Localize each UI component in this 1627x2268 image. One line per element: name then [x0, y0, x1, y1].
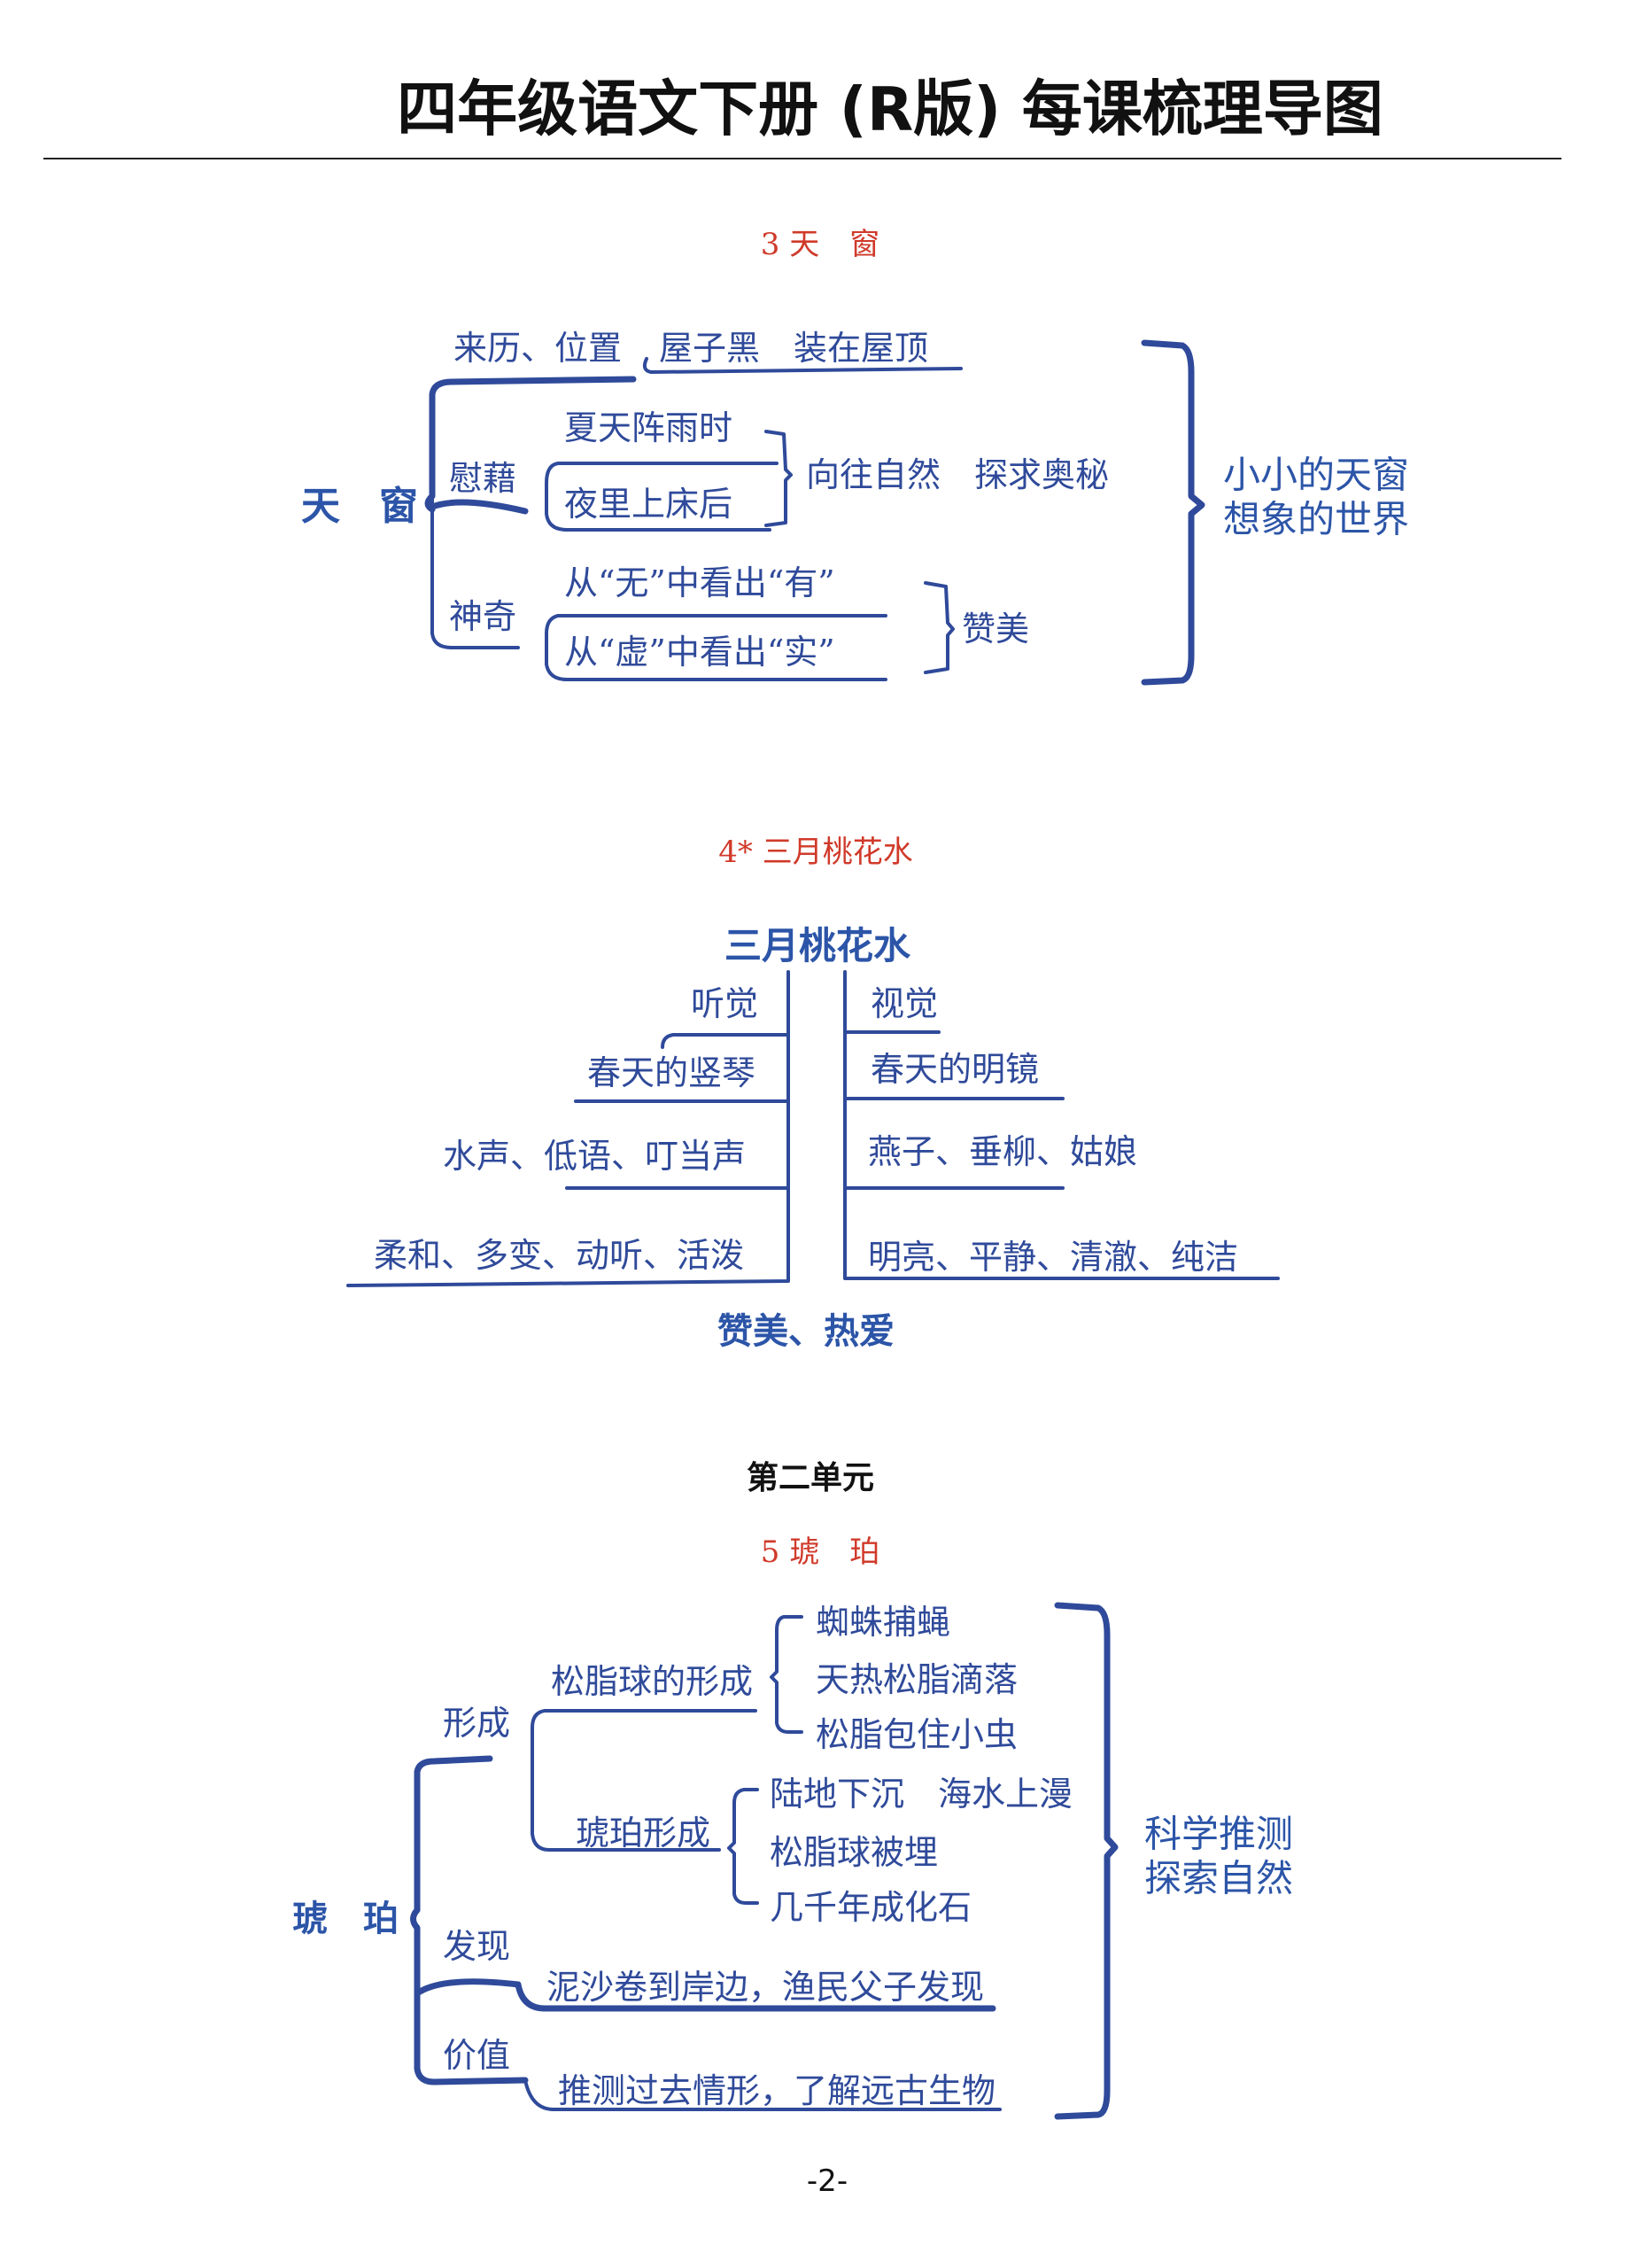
l5-summary: 科学推测 探索自然	[1144, 1813, 1293, 1902]
l5-root-trunk	[410, 1755, 529, 2085]
l5-amber-brace	[727, 1788, 759, 1905]
l5-amber-item: 陆地下沉 海水上漫	[770, 1775, 1073, 1814]
l3-origin-branch	[424, 376, 637, 513]
l4-right-trunk	[843, 970, 1280, 1280]
l4-right-traits: 明亮、平静、清澈、纯洁	[868, 1238, 1239, 1277]
l4-left-trunk	[346, 970, 790, 1287]
unit-title: 第二单元	[746, 1460, 875, 1496]
lesson4-root: 三月桃花水	[724, 924, 911, 967]
l3-summary-line: 小小的天窗	[1223, 453, 1410, 497]
l3-comfort-brace	[764, 430, 793, 527]
l4-left-sense: 听觉	[691, 984, 759, 1023]
title-divider	[43, 158, 1561, 159]
l3-magic-brace	[924, 581, 955, 674]
l5-resin-ball: 松脂球的形成	[551, 1662, 754, 1701]
l5-value-underline	[523, 2078, 1002, 2111]
l3-comfort-item: 夏天阵雨时	[564, 408, 733, 447]
l3-origin-detail: 屋子黑 装在屋顶	[659, 329, 929, 368]
lesson3-heading: 3 天 窗	[760, 227, 880, 262]
l5-discovery-underline	[414, 1978, 996, 2012]
l5-value-detail: 推测过去情形，了解远古生物	[558, 2071, 996, 2110]
l5-summary-brace	[1054, 1602, 1119, 2120]
l4-summary: 赞美、热爱	[717, 1311, 895, 1352]
l5-resin-item: 天热松脂滴落	[816, 1660, 1019, 1699]
lesson5-heading: 5 琥 珀	[760, 1534, 880, 1570]
l3-comfort-result: 向往自然 探求奥秘	[806, 455, 1110, 494]
l5-summary-line: 探索自然	[1144, 1857, 1294, 1900]
l5-amber-item: 松脂球被埋	[770, 1833, 939, 1872]
l5-resin-item: 松脂包住小虫	[816, 1715, 1019, 1754]
l5-discovery-detail: 泥沙卷到岸边，渔民父子发现	[546, 1968, 985, 2007]
lesson4-heading: 4* 三月桃花水	[718, 835, 913, 870]
l5-resin-item: 蜘蛛捕蝇	[816, 1603, 951, 1642]
l3-magic-bracket	[545, 614, 887, 681]
l3-magic-underline	[430, 494, 520, 649]
l4-left-traits: 柔和、多变、动听、活泼	[374, 1236, 745, 1275]
page-number: -2-	[806, 2163, 848, 2199]
l5-formation-subtrunk	[531, 1709, 757, 1852]
l4-left-metaphor: 春天的竖琴	[587, 1053, 756, 1092]
l4-hearing-underline	[661, 1033, 790, 1049]
l3-magic-item: 从“虚”中看出“实”	[564, 633, 835, 672]
l3-branch-magic: 神奇	[449, 597, 517, 636]
l5-branch-formation: 形成	[443, 1704, 511, 1743]
l3-branch-comfort: 慰藉	[449, 459, 517, 498]
l3-comfort-bracket	[545, 462, 779, 532]
l3-comfort-item: 夜里上床后	[564, 485, 733, 524]
l5-amber-formation: 琥珀形成	[576, 1814, 711, 1852]
l3-origin-detail-underline	[642, 357, 963, 374]
l3-magic-result: 赞美	[962, 610, 1030, 649]
l5-branch-value: 价值	[443, 2036, 511, 2075]
l5-resin-brace	[770, 1615, 803, 1734]
l3-summary: 小小的天窗 想象的世界	[1223, 454, 1409, 543]
l3-comfort-underline	[429, 499, 529, 515]
page-title: 四年级语文下册 (R版) 每课梳理导图	[397, 74, 1383, 145]
l4-right-sense: 视觉	[871, 984, 939, 1023]
l5-branch-discovery: 发现	[443, 1927, 511, 1966]
l3-magic-item: 从“无”中看出“有”	[564, 563, 835, 602]
l3-branch-origin: 来历、位置	[453, 329, 623, 368]
l4-right-metaphor: 春天的明镜	[871, 1050, 1040, 1089]
lesson5-root: 琥 珀	[292, 1899, 399, 1939]
l5-amber-item: 几千年成化石	[770, 1888, 972, 1927]
l5-summary-line: 科学推测	[1144, 1812, 1294, 1856]
l3-summary-line: 想象的世界	[1223, 498, 1410, 541]
lesson3-root: 天 窗	[301, 484, 418, 529]
l4-left-content: 水声、低语、叮当声	[443, 1137, 747, 1176]
l3-summary-brace	[1141, 339, 1205, 686]
l4-right-content: 燕子、垂柳、姑娘	[868, 1132, 1138, 1171]
